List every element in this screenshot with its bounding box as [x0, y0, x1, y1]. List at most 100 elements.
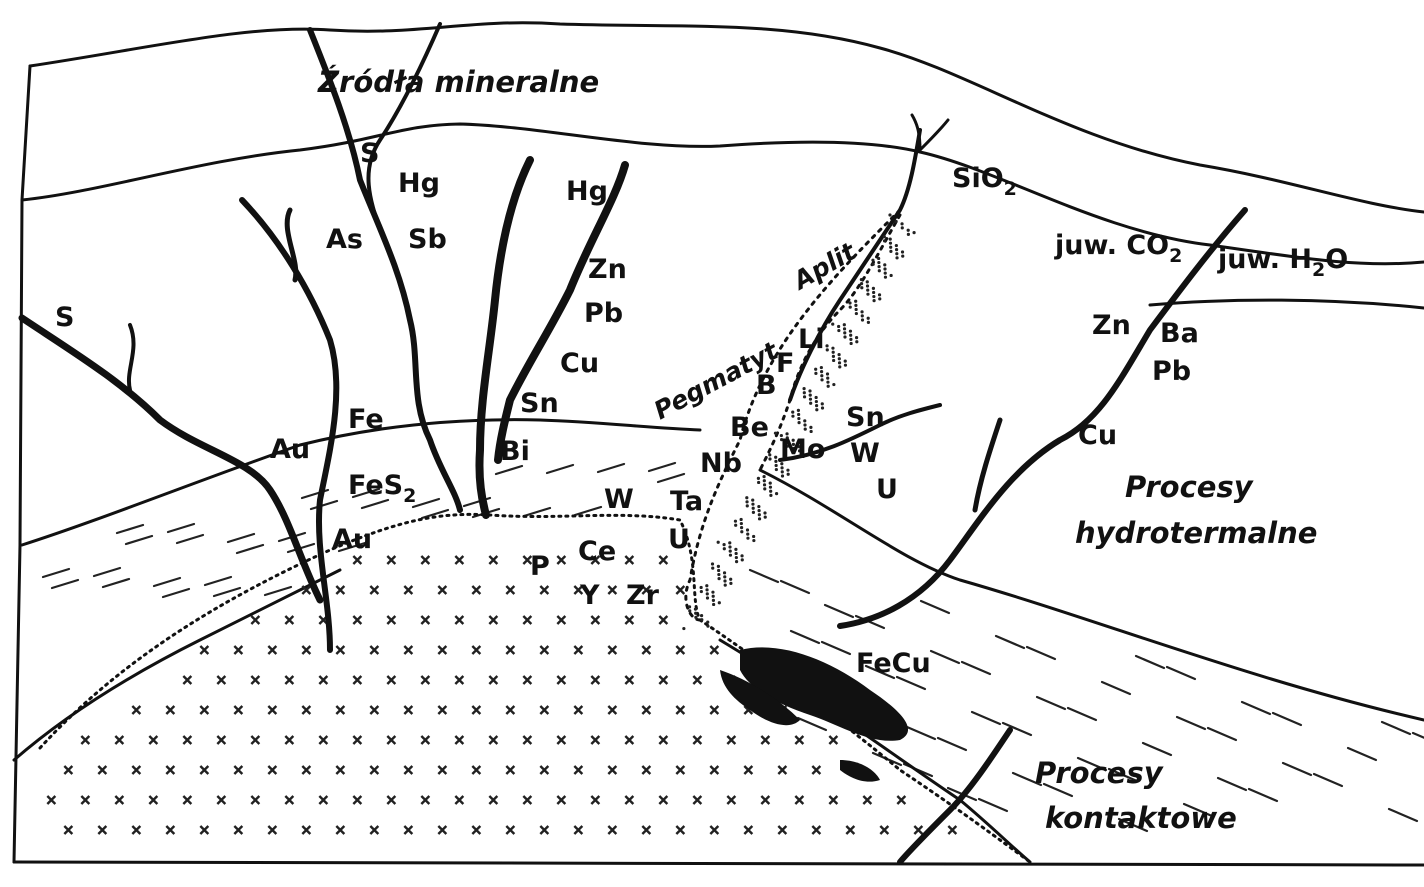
pegmatite-dot — [746, 504, 749, 507]
pegmatite-dot — [717, 569, 720, 572]
schist-stroke — [1314, 774, 1342, 786]
granite-cross — [625, 556, 633, 564]
pegmatite-dot — [774, 456, 777, 459]
granite-cross — [353, 796, 361, 804]
granite-cross — [370, 586, 378, 594]
label-ta: Ta — [670, 486, 703, 517]
pegmatite-dot — [775, 464, 778, 467]
granite-cross — [710, 826, 718, 834]
granite-cross — [183, 796, 191, 804]
schist-stroke — [1242, 702, 1270, 714]
granite-cross — [183, 676, 191, 684]
schist-stroke — [205, 577, 231, 585]
schist-stroke — [1249, 789, 1277, 801]
pegmatite-dot — [883, 267, 886, 270]
granite-cross — [404, 826, 412, 834]
granite-cross — [336, 646, 344, 654]
schist-stroke — [649, 463, 675, 471]
pegmatite-dot — [843, 327, 846, 330]
granite-cross — [778, 766, 786, 774]
granite-cross — [523, 616, 531, 624]
label-w-mid: W — [604, 484, 634, 515]
pegmatite-dot — [780, 466, 783, 469]
label-contact-2: kontaktowe — [1045, 801, 1237, 835]
pegmatite-dot — [860, 282, 863, 285]
vein-fe — [242, 200, 336, 650]
schist-stroke — [1218, 778, 1246, 790]
schist-stroke — [1389, 809, 1417, 821]
schist-stroke — [524, 508, 550, 516]
ground-surface-line — [30, 23, 1424, 212]
granite-cross — [251, 676, 259, 684]
granite-cross — [557, 736, 565, 744]
granite-cross — [676, 826, 684, 834]
pegmatite-dot — [763, 483, 766, 486]
label-hydrothermal-2: hydrotermalne — [1075, 516, 1317, 550]
pegmatite-dot — [861, 314, 864, 317]
label-fe: Fe — [348, 404, 384, 435]
granite-cross — [336, 766, 344, 774]
label-y: Y — [579, 580, 600, 611]
schist-stroke — [1136, 656, 1164, 668]
label-zr: Zr — [626, 580, 660, 611]
label-sn-mid: Sn — [520, 388, 559, 419]
schist-stroke — [1283, 763, 1311, 775]
pegmatite-dot — [728, 541, 731, 544]
schist-stroke — [163, 589, 189, 597]
pegmatite-dot — [769, 490, 772, 493]
schist-stroke — [1208, 728, 1236, 740]
pegmatite-dot — [752, 539, 755, 542]
pegmatite-dot — [884, 276, 887, 279]
granite-cross — [370, 706, 378, 714]
granite-cross — [404, 646, 412, 654]
pegmatite-dot — [843, 323, 846, 326]
label-juv-h2o: juw. H2O — [1217, 244, 1348, 281]
pegmatite-dot — [837, 329, 840, 332]
granite-cross — [676, 646, 684, 654]
granite-cross — [421, 736, 429, 744]
pegmatite-dot — [762, 475, 765, 478]
schist-stroke — [117, 525, 143, 533]
granite-cross — [608, 766, 616, 774]
pegmatite-dot — [757, 481, 760, 484]
pegmatite-dot — [837, 325, 840, 328]
label-nb: Nb — [700, 448, 742, 479]
pegmatite-dot — [787, 473, 790, 476]
pegmatite-dot — [752, 507, 755, 510]
pegmatite-dot — [895, 220, 898, 223]
pegmatite-dot — [895, 248, 898, 251]
schist-stroke — [214, 588, 240, 596]
pegmatite-dot — [860, 310, 863, 313]
pegmatite-dot — [832, 359, 835, 362]
label-s-top: S — [360, 138, 379, 169]
label-sn-right: Sn — [846, 402, 885, 433]
pegmatite-dot — [883, 235, 886, 238]
granite-cross — [472, 826, 480, 834]
pegmatite-dot — [854, 300, 857, 303]
label-sio2: SiO2 — [952, 163, 1017, 200]
pegmatite-dot — [717, 573, 720, 576]
granite-cross — [268, 706, 276, 714]
pegmatite-dot — [860, 278, 863, 281]
schist-stroke — [938, 738, 966, 750]
schist-stroke — [237, 545, 263, 553]
pegmatite-dot — [688, 609, 691, 612]
pegmatite-dot — [832, 383, 835, 386]
pegmatite-dot — [717, 565, 720, 568]
granite-cross — [625, 616, 633, 624]
pegmatite-dot — [849, 305, 852, 308]
granite-cross — [489, 616, 497, 624]
schist-right-upper-edge — [760, 470, 1424, 720]
granite-cross — [676, 586, 684, 594]
schist-stroke — [1027, 647, 1055, 659]
granite-cross — [659, 796, 667, 804]
pegmatite-dot — [815, 404, 818, 407]
pegmatite-dot — [872, 287, 875, 290]
pegmatite-dot — [820, 374, 823, 377]
granite-cross — [387, 796, 395, 804]
granite-cross — [489, 676, 497, 684]
pegmatite-dot — [821, 406, 824, 409]
pegmatite-dot — [889, 242, 892, 245]
schist-stroke — [825, 605, 853, 617]
pegmatite-dot — [809, 402, 812, 405]
